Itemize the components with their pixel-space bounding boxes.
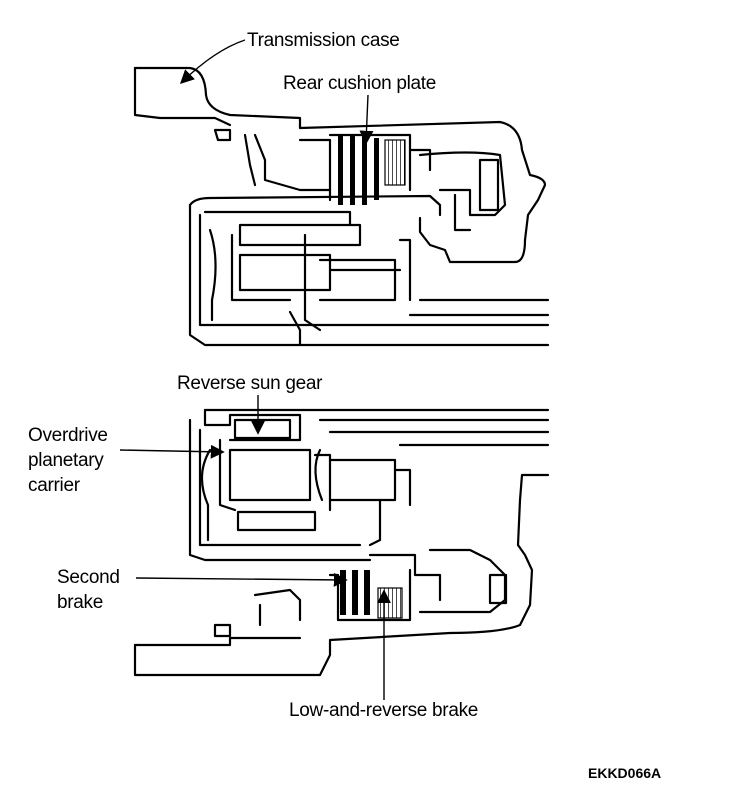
label-overdrive-line1: Overdrive <box>28 425 108 446</box>
label-rear-cushion-plate: Rear cushion plate <box>283 73 437 94</box>
transmission-case-outline <box>133 66 547 264</box>
lower-case-outline <box>133 473 550 677</box>
label-overdrive-line3: carrier <box>28 475 80 496</box>
leader-rear-cushion-plate <box>359 94 374 145</box>
label-transmission-case: Transmission case <box>247 30 400 51</box>
label-reverse-sun-gear: Reverse sun gear <box>177 373 323 394</box>
upper-assembly <box>133 66 550 347</box>
label-low-and-reverse-brake: Low-and-reverse brake <box>289 700 479 721</box>
leader-lines <box>119 39 391 700</box>
label-overdrive-line2: planetary <box>28 450 104 471</box>
label-second-brake-line1: Second <box>57 567 120 588</box>
figure-code: EKKD066A <box>588 765 662 781</box>
leader-transmission-case <box>179 39 246 84</box>
label-second-brake-line2: brake <box>57 592 104 613</box>
leader-overdrive-carrier <box>119 444 225 459</box>
leader-second-brake <box>135 572 348 587</box>
lower-assembly <box>133 408 550 677</box>
